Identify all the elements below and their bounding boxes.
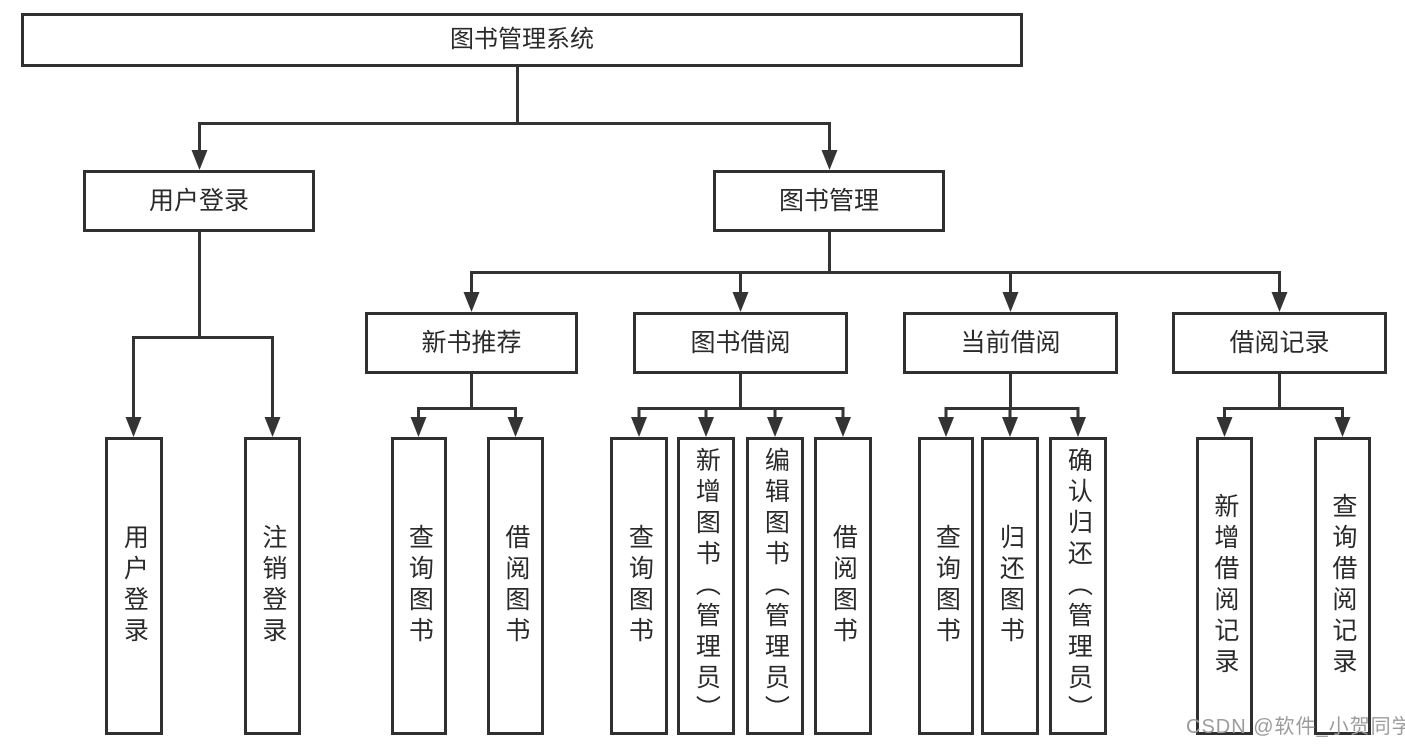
leaf-recommend-borrow-book: 借阅图书 (487, 437, 544, 735)
node-borrow-records: 借阅记录 (1172, 312, 1387, 374)
node-root-system: 图书管理系统 (21, 13, 1023, 67)
leaf-recommend-query-book: 查询图书 (391, 437, 447, 735)
leaf-current-confirm-return-admin: 确认归还（管理员） (1049, 437, 1107, 735)
arrow-icon (1271, 292, 1288, 312)
arrow-icon (732, 292, 749, 312)
leaf-borrow-edit-book-admin: 编辑图书（管理员） (746, 437, 804, 735)
edge-user-login-children (132, 232, 274, 419)
arrow-icon (125, 417, 142, 437)
arrow-icon (1002, 417, 1018, 437)
arrow-icon (463, 292, 480, 312)
edge-borrow-children (637, 374, 845, 419)
leaf-borrow-add-book-admin: 新增图书（管理员） (677, 437, 735, 735)
arrowheads (125, 150, 1351, 437)
arrow-icon (1334, 417, 1351, 437)
arrow-icon (507, 417, 524, 437)
arrow-icon (767, 417, 783, 437)
node-new-book-recommend: 新书推荐 (365, 312, 578, 374)
arrow-icon (410, 417, 427, 437)
leaf-current-return-book: 归还图书 (981, 437, 1039, 735)
edge-current-children (944, 374, 1080, 419)
leaf-current-query-book: 查询图书 (918, 437, 974, 735)
arrow-icon (835, 417, 851, 437)
arrow-icon (191, 150, 208, 170)
arrow-icon (631, 417, 647, 437)
arrow-icon (821, 150, 838, 170)
node-book-borrow: 图书借阅 (633, 312, 848, 374)
arrow-icon (698, 417, 714, 437)
leaf-records-query-record: 查询借阅记录 (1314, 437, 1371, 735)
arrow-icon (264, 417, 281, 437)
node-book-management: 图书管理 (713, 170, 945, 232)
leaf-logout-login: 注销登录 (244, 437, 301, 735)
leaf-records-add-record: 新增借阅记录 (1196, 437, 1253, 735)
leaf-user-login: 用户登录 (105, 437, 163, 735)
leaf-borrow-query-book: 查询图书 (610, 437, 668, 735)
edge-book-mgmt-children (470, 232, 1281, 294)
edge-recommend-children (417, 374, 517, 419)
connector-edges (132, 67, 1344, 419)
node-user-login-branch: 用户登录 (83, 170, 315, 232)
arrow-icon (1002, 292, 1019, 312)
edge-root-to-level2 (198, 67, 831, 152)
csdn-watermark: CSDN @软件_小贺同学 (1186, 716, 1405, 738)
arrow-icon (1216, 417, 1233, 437)
node-current-borrow: 当前借阅 (903, 312, 1118, 374)
arrow-icon (1070, 417, 1086, 437)
edge-records-children (1223, 374, 1344, 419)
arrow-icon (938, 417, 954, 437)
leaf-borrow-borrow-book: 借阅图书 (814, 437, 872, 735)
